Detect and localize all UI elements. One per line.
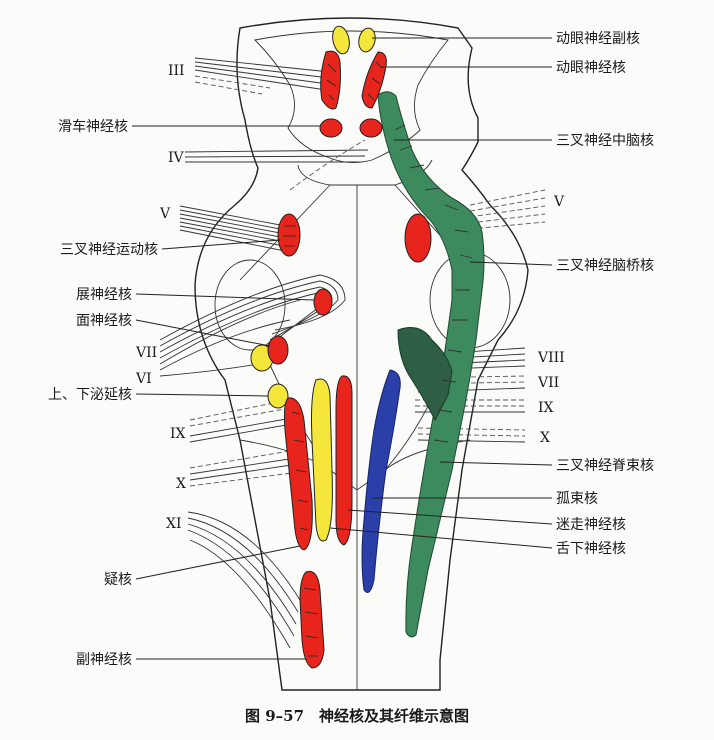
label-vagus-nucleus: 迷走神经核 [556,517,626,533]
figure-caption: 图 9–57 神经核及其纤维示意图 [245,707,469,725]
solitary-nucleus [362,370,400,592]
label-oculomotor-nucleus: 动眼神经核 [556,60,626,76]
left-labels: 滑车神经核 三叉神经运动核 展神经核 面神经核 上、下泌延核 疑核 副神经核 [48,118,158,668]
label-facial-nucleus: 面神经核 [76,313,132,329]
label-spinal-trigeminal-nucleus: 三叉神经脊束核 [556,458,654,474]
numeral-IX-left: IX [170,426,186,442]
label-trigeminal-motor-nucleus: 三叉神经运动核 [60,242,158,258]
label-accessory-oculomotor-nucleus: 动眼神经副核 [556,31,640,47]
numeral-IX-right: IX [538,400,554,416]
numeral-VII-left: VII [135,345,157,361]
brainstem-outline [195,18,528,690]
label-accessory-nucleus: 副神经核 [76,652,132,668]
numeral-VIII-right: VIII [537,350,565,366]
label-hypoglossal-nucleus: 舌下神经核 [556,541,626,557]
numeral-VI-left: VI [135,371,152,387]
label-solitary-nucleus: 孤束核 [556,491,598,507]
numeral-XI-left: XI [166,516,182,532]
label-salivatory-nuclei: 上、下泌延核 [48,387,132,403]
numeral-X-left: X [176,476,186,492]
numeral-V-left: V [159,206,171,222]
right-labels: 动眼神经副核 动眼神经核 三叉神经中脑核 三叉神经脑桥核 三叉神经脊束核 孤束核… [556,31,654,557]
label-trochlear-nucleus: 滑车神经核 [58,118,128,135]
label-abducens-nucleus: 展神经核 [76,287,132,303]
numeral-VII-right: VII [537,375,559,391]
label-nucleus-ambiguus: 疑核 [104,572,132,588]
label-pontine-trigeminal-nucleus: 三叉神经脑桥核 [556,258,654,274]
numeral-X-right: X [540,430,550,446]
visceral-motor-nuclei [251,25,377,541]
leader-lines [132,38,552,659]
numeral-IV: IV [168,150,185,166]
label-mesencephalic-trigeminal-nucleus: 三叉神经中脑核 [556,133,654,149]
trigeminal-sensory-column [378,92,484,637]
numeral-III: III [168,63,185,79]
numeral-V-right: V [553,194,565,210]
